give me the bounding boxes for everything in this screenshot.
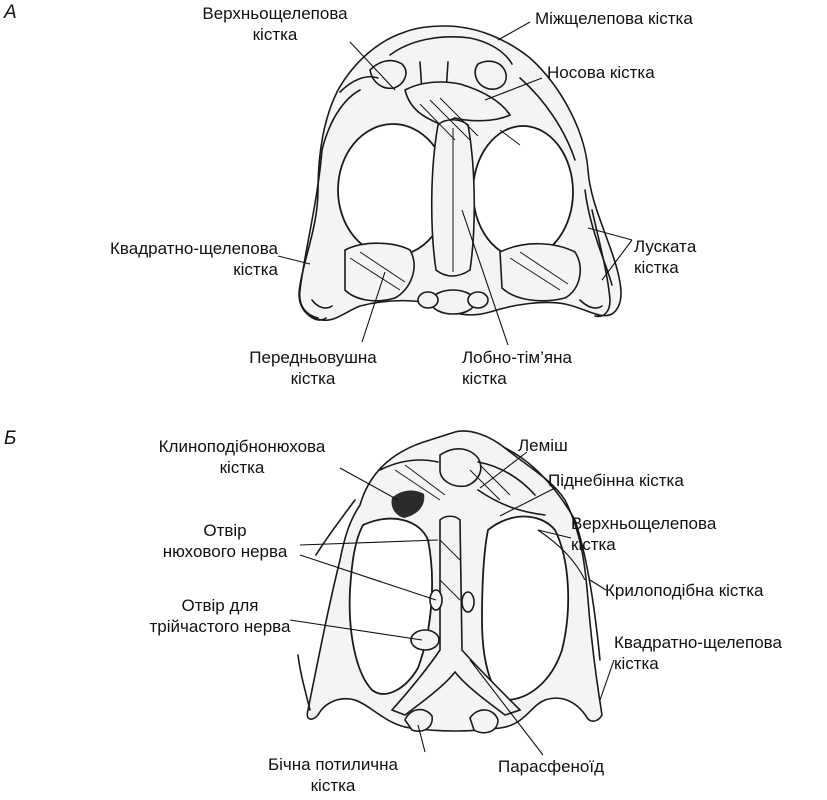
label-nasal: Носова кістка — [547, 62, 655, 83]
label-line: Лобно-тім’яна — [462, 347, 572, 368]
label-line: трійчастого нерва — [140, 616, 300, 637]
label-parasphenoid: Парасфеноїд — [498, 756, 604, 777]
label-maxilla-b: Верхньощелепова кістка — [571, 513, 716, 555]
label-line: кістка — [168, 24, 382, 45]
label-line: Верхньощелепова — [168, 3, 382, 24]
label-maxilla-a: Верхньощелепова кістка — [168, 3, 382, 45]
label-line: кістка — [132, 457, 352, 478]
label-line: Крилоподібна кістка — [605, 580, 763, 601]
panel-letter-a: А — [4, 2, 17, 24]
panel-letter-b: Б — [4, 428, 16, 450]
label-line: Верхньощелепова — [571, 513, 716, 534]
label-line: Квадратно-щелепова — [614, 632, 782, 653]
label-palatine: Піднебінна кістка — [548, 470, 684, 491]
label-quadratojugal-b: Квадратно-щелепова кістка — [614, 632, 782, 674]
label-frontoparietal: Лобно-тім’яна кістка — [462, 347, 572, 389]
label-line: Носова кістка — [547, 62, 655, 83]
label-exoccipital: Бічна потилична кістка — [248, 754, 418, 796]
label-line: Отвір — [150, 520, 300, 541]
label-sphenethmoid: Клиноподібнонюхова кістка — [132, 436, 352, 478]
label-vomer: Леміш — [518, 435, 568, 456]
label-line: Передньовушна — [238, 347, 388, 368]
label-line: Бічна потилична — [248, 754, 418, 775]
label-line: кістка — [238, 368, 388, 389]
label-trigeminal-foramen: Отвір для трійчастого нерва — [140, 595, 300, 637]
label-line: кістка — [248, 775, 418, 796]
label-pterygoid: Крилоподібна кістка — [605, 580, 763, 601]
label-prootic: Передньовушна кістка — [238, 347, 388, 389]
label-squamosal: Лускатa кістка — [634, 236, 714, 278]
label-line: нюхового нерва — [150, 541, 300, 562]
label-line: Клиноподібнонюхова — [132, 436, 352, 457]
label-premaxilla: Міжщелепова кістка — [535, 8, 693, 29]
label-line: Міжщелепова кістка — [535, 8, 693, 29]
label-line: кістка — [462, 368, 572, 389]
label-line: кістка — [571, 534, 716, 555]
label-line: кістка — [614, 653, 782, 674]
label-line: Леміш — [518, 435, 568, 456]
label-line: Піднебінна кістка — [548, 470, 684, 491]
label-line: Лускатa кістка — [634, 236, 714, 278]
label-line: Парасфеноїд — [498, 756, 604, 777]
label-line: Отвір для — [140, 595, 300, 616]
label-olfactory-foramen: Отвір нюхового нерва — [150, 520, 300, 562]
label-quadratojugal-a: Квадратно-щелепова кістка — [46, 238, 278, 280]
label-line: кістка — [46, 259, 278, 280]
label-line: Квадратно-щелепова — [46, 238, 278, 259]
